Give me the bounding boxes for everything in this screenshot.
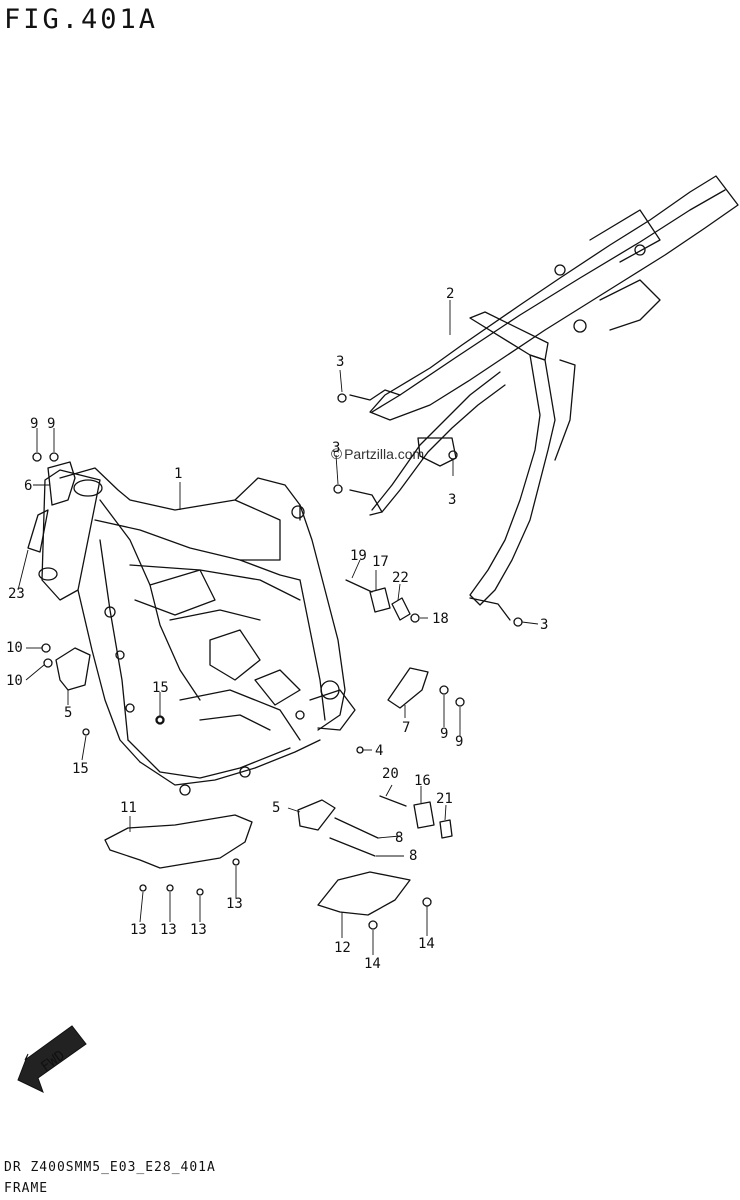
bolt-3-b[interactable] (333, 484, 343, 494)
callout-18: 18 (432, 611, 449, 627)
bushing-16[interactable] (413, 801, 435, 829)
callout-11: 11 (120, 800, 137, 816)
bolt-14-a[interactable] (368, 920, 378, 930)
bolt-8-upper[interactable] (334, 817, 379, 839)
nut-10-a[interactable] (41, 643, 51, 653)
callout-14b: 14 (418, 936, 435, 952)
bolt-9-c[interactable] (439, 685, 449, 695)
main-frame[interactable] (38, 467, 356, 796)
callout-3a: 3 (336, 354, 344, 370)
callout-13c: 13 (190, 922, 207, 938)
rear-subframe[interactable] (349, 175, 739, 621)
collar-22[interactable] (391, 597, 411, 621)
nut-10-b[interactable] (43, 658, 53, 668)
callout-2: 2 (446, 286, 454, 302)
diagram-code: DR Z400SMM5_E03_E28_401A (4, 1160, 216, 1175)
bracket-5-left[interactable] (55, 647, 91, 691)
callout-15b: 15 (72, 761, 89, 777)
bolt-14-b[interactable] (422, 897, 432, 907)
callout-15a: 15 (152, 680, 169, 696)
callout-19: 19 (350, 548, 367, 564)
bolt-13-c[interactable] (196, 888, 204, 896)
callout-5-right: 5 (272, 800, 280, 816)
callout-21: 21 (436, 791, 453, 807)
bolt-9-d[interactable] (455, 697, 465, 707)
callout-14a: 14 (364, 956, 381, 972)
callout-13a: 13 (130, 922, 147, 938)
callout-13b: 13 (160, 922, 177, 938)
callout-9a: 9 (30, 416, 38, 432)
callout-8-lower: 8 (409, 848, 417, 864)
section-name: FRAME (4, 1181, 49, 1196)
bolt-3-a[interactable] (337, 393, 347, 403)
callout-3d: 3 (540, 617, 548, 633)
bolt-15-a[interactable] (156, 716, 164, 724)
bolt-15-b[interactable] (82, 728, 90, 736)
callout-16: 16 (414, 773, 431, 789)
nut-18[interactable] (410, 613, 420, 623)
collar-21[interactable] (439, 819, 453, 839)
bolt-13-b[interactable] (166, 884, 174, 892)
callout-3b: 3 (332, 440, 340, 456)
bolt-3-d[interactable] (513, 617, 523, 627)
bracket-6[interactable] (47, 461, 76, 506)
callout-5-left: 5 (64, 705, 72, 721)
callout-10b: 10 (6, 673, 23, 689)
callout-22: 22 (392, 570, 409, 586)
callout-12: 12 (334, 940, 351, 956)
watermark: ©Partzilla.com (331, 446, 424, 463)
callout-17: 17 (372, 554, 389, 570)
callout-20: 20 (382, 766, 399, 782)
guard-12[interactable] (317, 871, 411, 916)
bolt-9-b[interactable] (49, 452, 59, 462)
callout-8-upper: 8 (395, 830, 403, 846)
callout-1: 1 (174, 466, 182, 482)
bushing-17[interactable] (369, 587, 391, 613)
bolt-19[interactable] (345, 579, 373, 593)
plate-5-right[interactable] (297, 799, 336, 831)
callout-9d: 9 (455, 734, 463, 750)
callout-3c: 3 (448, 492, 456, 508)
bolt-13-a[interactable] (139, 884, 147, 892)
watermark-text: Partzilla.com (344, 446, 425, 462)
bolt-9-a[interactable] (32, 452, 42, 462)
bolt-13-d[interactable] (232, 858, 240, 866)
callout-6: 6 (24, 478, 32, 494)
bolt-8-lower[interactable] (329, 837, 376, 857)
copyright-icon: © (331, 446, 343, 463)
figure-title: FIG.401A (4, 4, 159, 35)
callout-9c: 9 (440, 726, 448, 742)
callout-13d: 13 (226, 896, 243, 912)
fwd-arrow-icon: FWD (17, 1025, 87, 1093)
callout-23: 23 (8, 586, 25, 602)
skid-plate-11[interactable] (104, 814, 253, 869)
bolt-20[interactable] (379, 795, 407, 807)
bolt-3-c[interactable] (448, 450, 458, 460)
callout-4: 4 (375, 743, 383, 759)
callout-9b: 9 (47, 416, 55, 432)
callout-7: 7 (402, 720, 410, 736)
cover-23[interactable] (27, 509, 49, 553)
bracket-7[interactable] (387, 667, 429, 709)
callout-10a: 10 (6, 640, 23, 656)
